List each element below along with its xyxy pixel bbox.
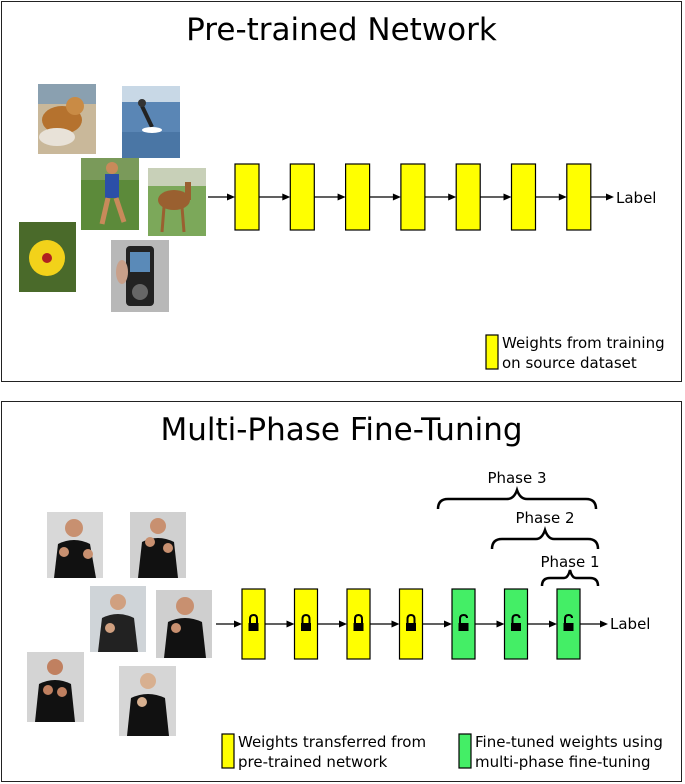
pretrained-layer-arrow-head [558, 193, 567, 201]
pretrained-layer [400, 163, 426, 231]
source-image-runner [81, 158, 139, 230]
frozen-legend-swatch [221, 733, 235, 769]
frozen-weights-legend: Weights transferred from pre-trained net… [221, 733, 426, 771]
pretrained-legend-line1: Weights from training [502, 334, 665, 352]
finetuning-output-arrow-head [600, 620, 608, 628]
frozen-legend-line2: pre-trained network [238, 753, 388, 771]
source-image-horse [148, 168, 206, 236]
target-image-signer-3 [90, 586, 146, 652]
frozen-legend-line1: Weights transferred from [238, 733, 426, 751]
pretrained-network-title: Pre-trained Network [186, 12, 497, 48]
pretrained-layer-arrow-head [448, 193, 457, 201]
target-image-signer-1 [47, 512, 103, 578]
finetuning-output-label: Label [610, 615, 650, 633]
lock-icon [248, 613, 259, 631]
lock-icon [301, 613, 311, 631]
pretrained-output-label: Label [616, 189, 656, 207]
finetuning-layer-arrow-head [391, 620, 400, 628]
pretrained-legend-line2: on source dataset [502, 354, 637, 372]
target-image-signer-5 [27, 652, 84, 722]
finetuning-layer-arrow-head [549, 620, 557, 628]
target-image-signer-6 [119, 666, 176, 736]
phase-3-label: Phase 3 [487, 469, 546, 487]
finetuning-layers [216, 588, 608, 660]
pretrained-layer [345, 163, 371, 231]
phase-braces: Phase 3 Phase 2 Phase 1 [436, 469, 600, 587]
pretrained-input-arrow-head [227, 193, 235, 201]
finetuning-layer-arrow-head [339, 620, 347, 628]
source-image-mp3-player [111, 240, 169, 312]
phase-3-brace [436, 486, 598, 510]
multiphase-finetuning-diagram: Phase 3 Phase 2 Phase 1 Label Weights tr… [27, 469, 663, 771]
pretrained-output-arrow-head [606, 193, 614, 201]
target-image-signer-4 [156, 590, 212, 658]
pretrained-layer-arrow-head [392, 193, 401, 201]
pretrained-layer [455, 163, 481, 231]
phase-1-label: Phase 1 [540, 553, 599, 571]
finetuning-input-arrow-head [234, 620, 242, 628]
multiphase-finetuning-panel: Multi-Phase Fine-Tuning [1, 401, 682, 782]
finetuning-layer-arrow-head [444, 620, 452, 628]
pretrained-network-diagram: Label Weights from training on source da… [19, 84, 665, 372]
pretrained-layer [566, 163, 592, 231]
pretrained-legend: Weights from training on source dataset [485, 334, 665, 372]
phase-2-brace [490, 526, 600, 550]
tuned-legend-swatch [458, 733, 472, 769]
pretrained-layers [208, 163, 614, 231]
finetuning-layer-arrow-head [286, 620, 295, 628]
pretrained-layer [289, 163, 315, 231]
tuned-legend-line2: multi-phase fine-tuning [475, 753, 650, 771]
source-image-waterski [122, 86, 180, 158]
pretrained-layer-arrow-head [503, 193, 512, 201]
target-image-signer-2 [130, 512, 186, 578]
source-image-flower [19, 222, 76, 292]
pretrained-layer [510, 163, 537, 231]
pretrained-layer-arrow-head [282, 193, 291, 201]
tuned-weights-legend: Fine-tuned weights using multi-phase fin… [458, 733, 663, 771]
unlocked-icon [563, 613, 574, 631]
tuned-legend-line1: Fine-tuned weights using [475, 733, 663, 751]
phase-1-brace [540, 569, 600, 587]
pretrained-layer-arrow-head [337, 193, 346, 201]
pretrained-legend-swatch [485, 334, 499, 370]
source-image-dog [38, 84, 96, 154]
pretrained-layer [234, 163, 260, 231]
phase-2-label: Phase 2 [515, 509, 574, 527]
lock-icon [406, 613, 416, 631]
lock-icon [353, 613, 364, 631]
unlocked-icon [458, 613, 469, 631]
multiphase-finetuning-title: Multi-Phase Fine-Tuning [160, 412, 523, 448]
finetuning-layer-arrow-head [496, 620, 505, 628]
pretrained-network-panel: Pre-trained Network [1, 1, 682, 382]
unlocked-icon [511, 613, 521, 631]
